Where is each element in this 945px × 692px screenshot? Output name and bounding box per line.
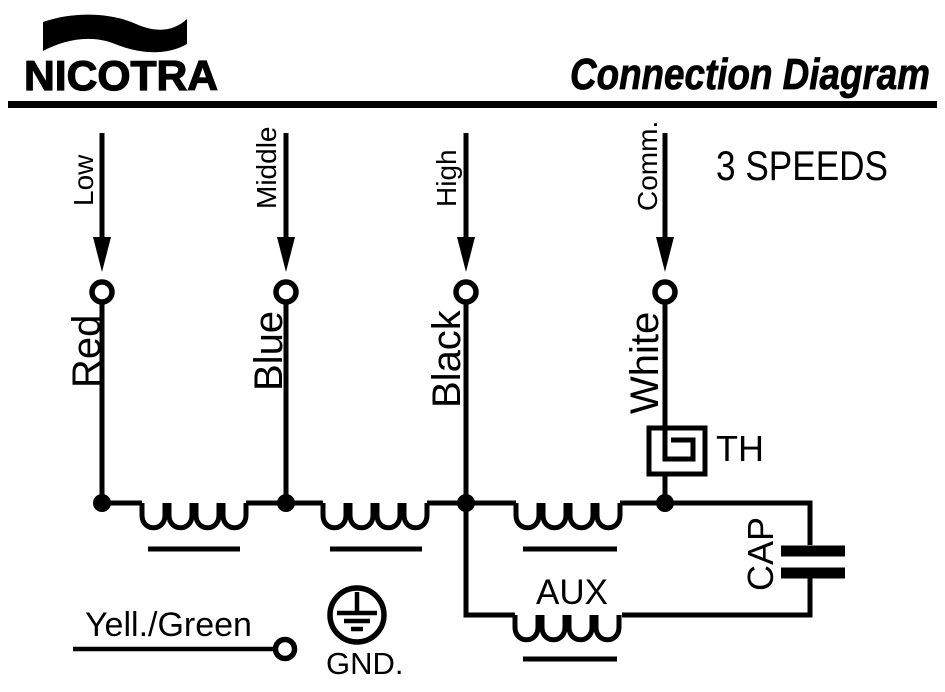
terminal-black (453, 279, 479, 305)
thermal-body (646, 425, 708, 477)
arrow-head-low (93, 237, 111, 272)
junction-dots (93, 494, 674, 512)
speed-label-high: High (431, 149, 462, 207)
terminal-red (89, 279, 115, 305)
junction-blue (277, 494, 295, 512)
thermal-label: TH (716, 428, 764, 469)
terminal-blue (273, 279, 299, 305)
nicotra-logo: NICOTRA (23, 14, 219, 100)
coil-main-low (139, 503, 249, 531)
speed-arrows (93, 133, 674, 272)
lead-wires (99, 303, 668, 503)
wire-terminals (89, 279, 678, 305)
wire-label-white: White (623, 312, 667, 414)
speed-label-low: Low (68, 154, 99, 206)
speed-label-comm: Comm. (632, 121, 663, 211)
motor-windings (139, 503, 623, 643)
thermal-element (662, 428, 696, 462)
arrow-head-high (457, 237, 475, 272)
coil-main-high (513, 503, 623, 531)
speeds-subtitle: 3 SPEEDS (716, 142, 888, 189)
wire-label-blue: Blue (247, 311, 291, 391)
thermal-protector: TH (646, 425, 764, 477)
speed-arrow-low (93, 133, 111, 272)
junction-black (457, 494, 475, 512)
speed-arrow-comm (656, 133, 674, 272)
speed-label-middle: Middle (251, 127, 282, 209)
speed-arrow-middle (277, 133, 295, 272)
junction-red (93, 494, 111, 512)
wire-label-red: Red (65, 315, 109, 388)
earth-symbol (327, 585, 387, 645)
ground-wire-label: Yell./Green (85, 606, 252, 644)
arrow-head-comm (656, 237, 674, 272)
junction-white (656, 494, 674, 512)
capacitor-label: CAP (740, 517, 781, 591)
capacitor: CAP (740, 517, 845, 591)
speed-arrow-high (457, 133, 475, 272)
coil-core-bars (148, 546, 617, 662)
terminal-white (652, 279, 678, 305)
earth-circle (327, 585, 387, 645)
brand-text: NICOTRA (24, 52, 218, 99)
wire-label-black: Black (425, 309, 469, 408)
header-rule (8, 101, 937, 108)
logo-wave-icon (43, 14, 187, 53)
arrow-head-middle (277, 237, 295, 272)
coil-main-middle (320, 503, 430, 531)
coil-aux (512, 615, 622, 643)
aux-label: AUX (536, 573, 608, 612)
main-bus-wire (102, 500, 813, 618)
page-title: Connection Diagram (570, 50, 930, 99)
ground-terminal (272, 636, 298, 662)
ground-label: GND. (326, 646, 404, 681)
ground-wire: Yell./Green (73, 606, 298, 662)
